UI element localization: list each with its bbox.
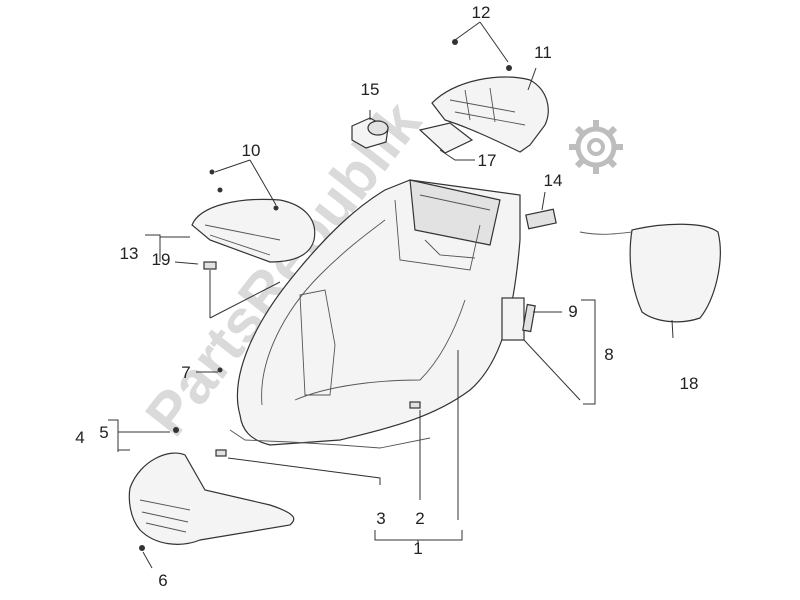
front-cover	[128, 452, 295, 545]
label-part-19: 19	[152, 250, 171, 269]
gear-icon	[569, 120, 623, 174]
label-part-10: 10	[242, 141, 261, 160]
label-part-9: 9	[568, 302, 577, 321]
label-part-15: 15	[361, 80, 380, 99]
label-part-1: 1	[413, 539, 422, 558]
label-part-5: 5	[99, 423, 108, 442]
power-socket	[351, 117, 389, 149]
label-part-7: 7	[181, 363, 190, 382]
label-part-17: 17	[478, 151, 497, 170]
adhesive-pad	[525, 208, 557, 230]
label-part-8: 8	[604, 345, 613, 364]
leader-lines	[108, 21, 674, 569]
label-part-2: 2	[415, 509, 424, 528]
label-part-12: 12	[472, 3, 491, 22]
label-part-11: 11	[534, 43, 552, 62]
fuse-holder	[501, 297, 536, 341]
label-part-14: 14	[544, 171, 563, 190]
label-part-6: 6	[158, 571, 167, 590]
compartment-lid	[418, 122, 474, 154]
fasteners	[139, 39, 512, 551]
label-part-13: 13	[120, 244, 139, 263]
helmet-compartment	[229, 179, 521, 449]
label-part-3: 3	[376, 509, 385, 528]
label-part-18: 18	[680, 374, 699, 393]
storage-bag	[579, 223, 721, 323]
part-labels: 12 11 15 10 17 14 13 19 9 8 18 7 5 4 3 2…	[75, 3, 698, 590]
glove-box	[191, 198, 316, 263]
rear-cover	[431, 76, 549, 153]
label-part-4: 4	[75, 428, 84, 447]
